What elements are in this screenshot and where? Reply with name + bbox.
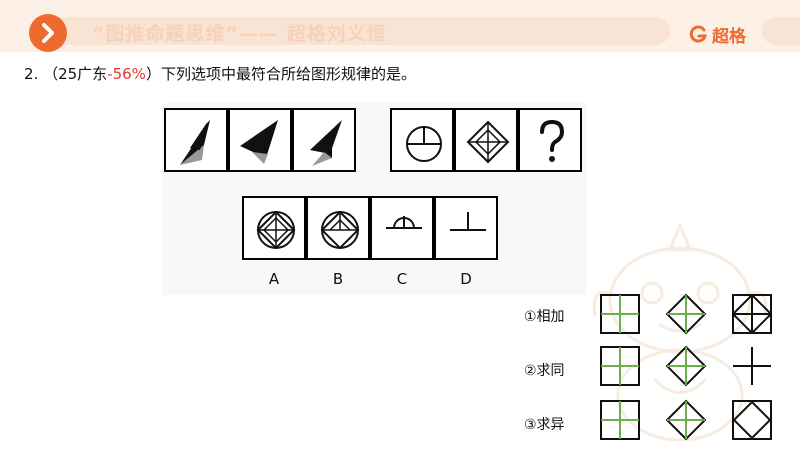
- diamond-green-cross-icon: [666, 400, 706, 440]
- circle-diamond-cross-upper-icon: [320, 210, 360, 250]
- semicircle-on-line-icon: [386, 216, 422, 229]
- accuracy-rate: -56%: [107, 65, 146, 83]
- inverted-t-icon: [450, 212, 486, 231]
- circle-half-cross-icon: [406, 126, 442, 162]
- header-title-pill: [58, 17, 670, 45]
- option-a-label[interactable]: A: [268, 270, 280, 288]
- brand-logo: 超格: [688, 22, 746, 47]
- mascot-watermark-icon: [592, 220, 768, 442]
- square-diamond-result-icon: [732, 400, 772, 440]
- option-c-label[interactable]: C: [396, 270, 408, 288]
- chevron-right-icon: [42, 23, 54, 43]
- arrow-shape-2-icon: [240, 120, 278, 164]
- diamond-green-cross-icon: [666, 294, 706, 334]
- arrow-shape-3-icon: [310, 120, 342, 166]
- question-source-close: ）: [145, 65, 161, 83]
- method-diff-label: ③求异: [524, 417, 565, 433]
- option-c-figure[interactable]: [370, 196, 434, 260]
- arrow-shape-1-icon: [180, 120, 210, 165]
- seq2-cell-1: [390, 108, 454, 172]
- square-green-cross-icon: [600, 346, 640, 386]
- seq1-cell-3: [292, 108, 356, 172]
- diamond-green-cross-icon: [666, 346, 706, 386]
- method-same-label: ②求同: [524, 363, 565, 379]
- option-a-figure[interactable]: [242, 196, 306, 260]
- question-number: 2.: [24, 65, 39, 83]
- seq1-cell-2: [228, 108, 292, 172]
- cross-result-icon: [733, 347, 771, 385]
- question-mark-icon: [540, 119, 565, 162]
- square-green-cross-icon: [600, 294, 640, 334]
- seq2-cell-3: [518, 108, 582, 172]
- brand-name: 超格: [712, 26, 746, 47]
- seq2-cell-2: [454, 108, 518, 172]
- next-button[interactable]: [29, 14, 67, 52]
- option-b-figure[interactable]: [306, 196, 370, 260]
- method-add-label: ①相加: [524, 309, 565, 325]
- diamond-in-square-icon: [466, 120, 510, 164]
- option-d-figure[interactable]: [434, 196, 498, 260]
- seq1-cell-1: [164, 108, 228, 172]
- question-source: （25广东: [43, 65, 108, 83]
- brand-g-icon: [689, 25, 708, 43]
- circle-diamond-cross-full-icon: [256, 210, 296, 250]
- question-text: 2. （25广东-56%）下列选项中最符合所给图形规律的是。: [24, 63, 416, 84]
- square-diamond-x-result-icon: [732, 294, 772, 334]
- option-d-label[interactable]: D: [460, 270, 472, 288]
- question-stem: 下列选项中最符合所给图形规律的是。: [160, 65, 416, 83]
- header-title: “图推命题思维”—— 超格刘义恒: [92, 23, 387, 45]
- square-green-cross-icon: [600, 400, 640, 440]
- option-b-label[interactable]: B: [332, 270, 344, 288]
- header-tail: [762, 17, 800, 45]
